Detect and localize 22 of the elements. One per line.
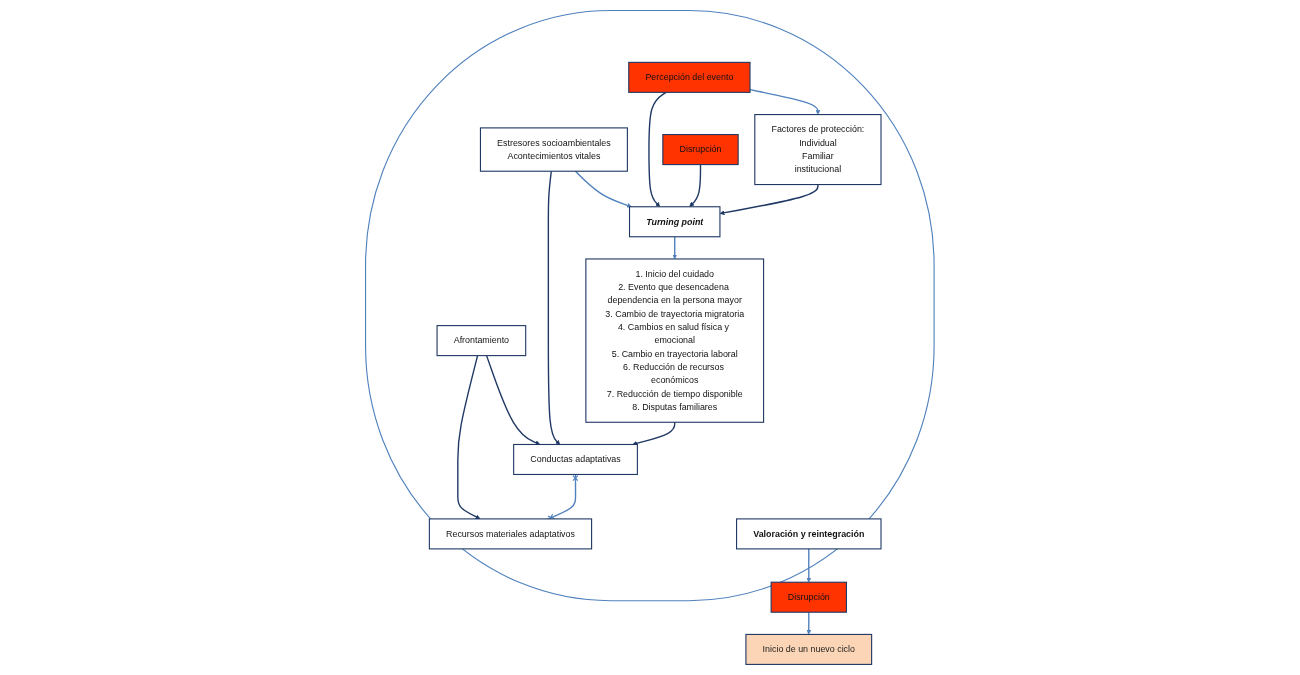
node-box: Disrupción: [770, 581, 848, 613]
node-box: Conductas adaptativas: [513, 443, 639, 476]
arrow: [547, 170, 561, 445]
arrow: [806, 611, 812, 635]
arrow: [648, 91, 668, 207]
arrow: [632, 421, 676, 446]
arrow: [457, 354, 481, 520]
node-box: Factores de protección: Individual Familiar institucional: [754, 114, 882, 186]
arrow: [689, 163, 702, 207]
node-box: Valoración y reintegración: [736, 518, 882, 550]
node-box: Inicio de un nuevo ciclo: [745, 633, 873, 665]
node-box: Turning point: [629, 206, 721, 238]
node-box: Percepción del evento: [628, 61, 751, 93]
node-box: 1. Inicio del cuidado 2. Evento que desencadena dependencia en la persona mayor 3. Cambio de trayectoria migratoria 4. Cambios en salud física y emocional 5. Cambio en trayectoria laboral 6. Reducción de recursos económicos 7. Reducción de tiempo disponible 8. Disputas familiares: [585, 258, 765, 423]
arrow: [672, 236, 678, 260]
arrow: [486, 354, 541, 446]
node-box: Afrontamiento: [436, 325, 527, 357]
arrow: [574, 170, 633, 208]
node-box: Estresores socioambientales Acontecimientos vitales: [480, 127, 629, 172]
arrow: [806, 548, 812, 583]
node-box: Recursos materiales adaptativos: [428, 518, 593, 550]
node-box: Disrupción: [662, 134, 739, 166]
